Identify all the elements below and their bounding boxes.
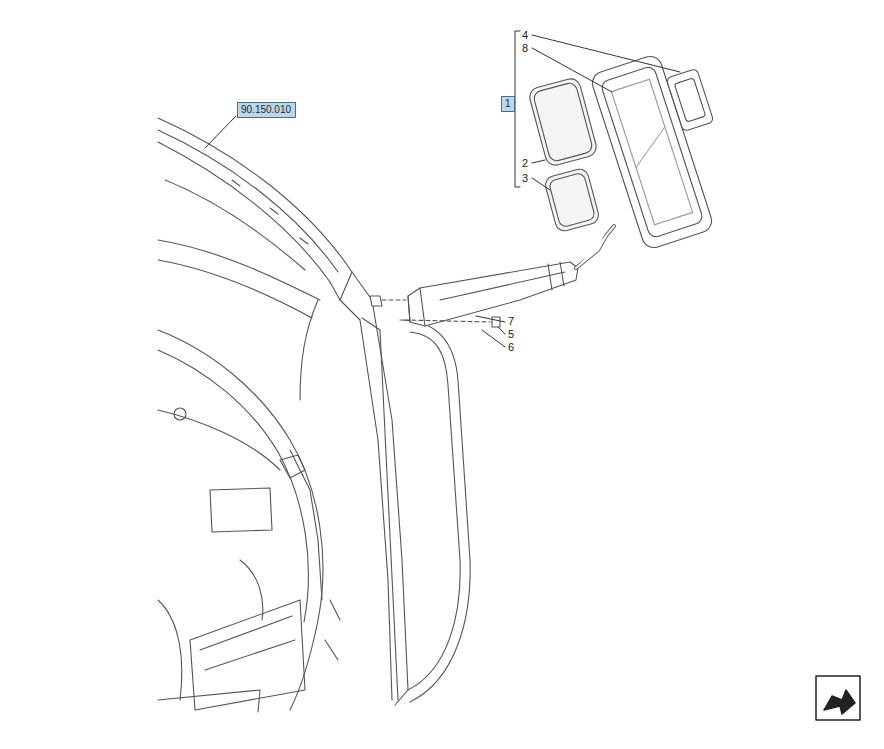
orientation-icon — [816, 676, 860, 720]
mirror-housing — [589, 53, 714, 250]
callout-number: 7 — [507, 315, 515, 327]
reference-text: 90.150.010 — [241, 104, 292, 116]
mirror-arm — [370, 226, 614, 327]
leader-lines — [205, 31, 680, 347]
callout-number: 8 — [521, 42, 529, 54]
cab-lower — [158, 560, 305, 712]
cab-door — [158, 320, 470, 710]
callout-number: 2 — [521, 157, 529, 169]
reference-box: 90.150.010 — [237, 102, 296, 118]
reference-text: 1 — [505, 98, 511, 110]
callout-number: 6 — [507, 341, 515, 353]
cab-pillar — [330, 262, 408, 705]
callout-number: 3 — [521, 172, 529, 184]
mirror-glass — [528, 77, 601, 233]
callout-number: 4 — [521, 29, 529, 41]
cab-roof — [158, 118, 345, 400]
callout-number: 5 — [507, 328, 515, 340]
item-number-box: 1 — [501, 96, 515, 112]
